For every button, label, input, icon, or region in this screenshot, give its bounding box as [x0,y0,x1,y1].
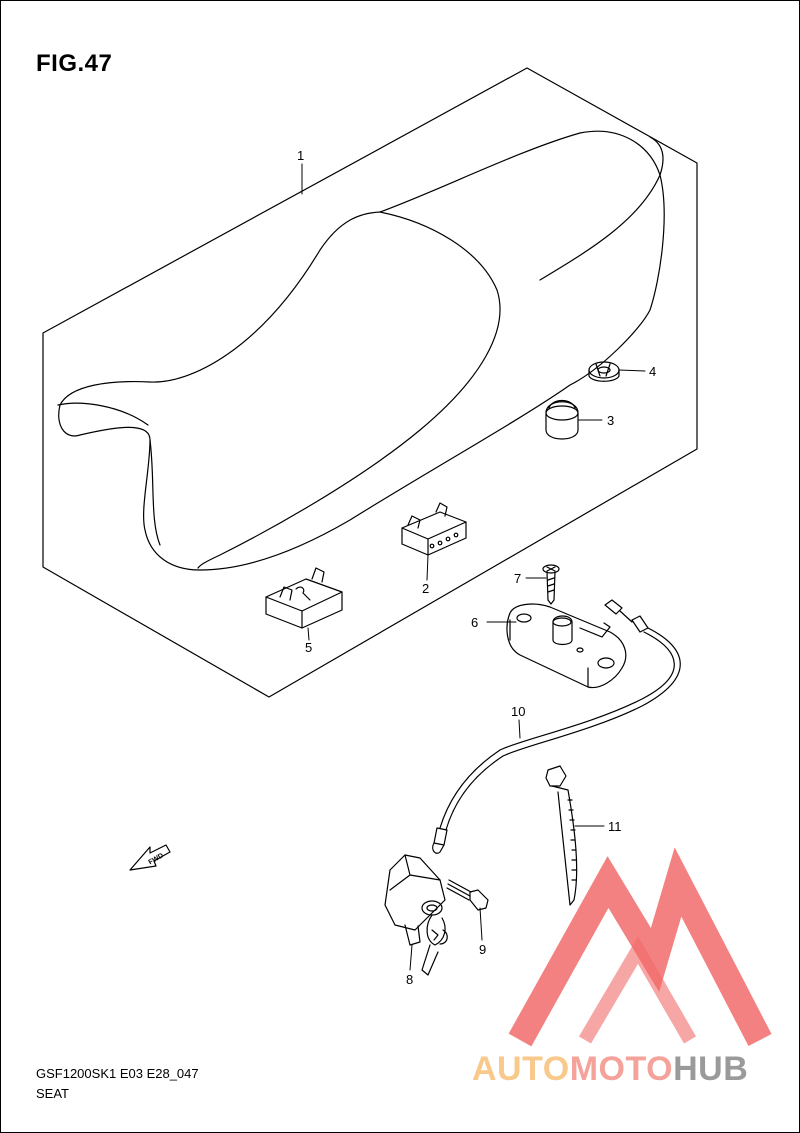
bracket-part-2 [401,502,467,556]
fwd-label: FWD [148,852,165,866]
callout-labels: 1 2 3 4 5 6 7 8 9 10 11 [297,148,656,987]
callout-3: 3 [607,413,614,428]
bracket-part-5 [265,567,343,629]
cable-end-part-10-top [604,599,649,633]
callout-6: 6 [471,615,478,630]
section-name: SEAT [36,1086,69,1101]
grommet-part-4 [588,361,620,382]
cable-tie-part-11 [545,765,578,906]
callout-7: 7 [514,571,521,586]
seat-part-1 [57,130,665,571]
cushion-part-3 [545,399,579,440]
watermark-logo-text: AUTOMOTOHUB [472,1050,748,1089]
callout-5: 5 [305,640,312,655]
lock-bracket-part-6 [506,603,627,689]
cable-part-10 [432,627,681,854]
callout-2: 2 [422,581,429,596]
leader-lines [301,163,646,971]
callout-1: 1 [297,148,304,163]
figure-title: FIG.47 [36,50,113,77]
model-code: GSF1200SK1 E03 E28_047 [36,1066,199,1081]
bolt-part-9 [446,879,489,911]
seat-lock-part-8 [384,854,448,976]
watermark-part-hub: HUB [673,1050,749,1088]
watermark-logo-mark [508,847,772,1047]
fwd-arrow-icon [129,844,171,871]
screw-part-7 [542,564,560,605]
callout-11: 11 [608,819,622,834]
parts-box-outline [42,67,698,698]
watermark-part-moto: MOTO [569,1050,674,1088]
callout-10: 10 [511,704,525,719]
callout-9: 9 [479,942,486,957]
watermark-part-auto: AUTO [472,1050,570,1088]
callout-4: 4 [649,364,656,379]
callout-8: 8 [406,972,413,987]
